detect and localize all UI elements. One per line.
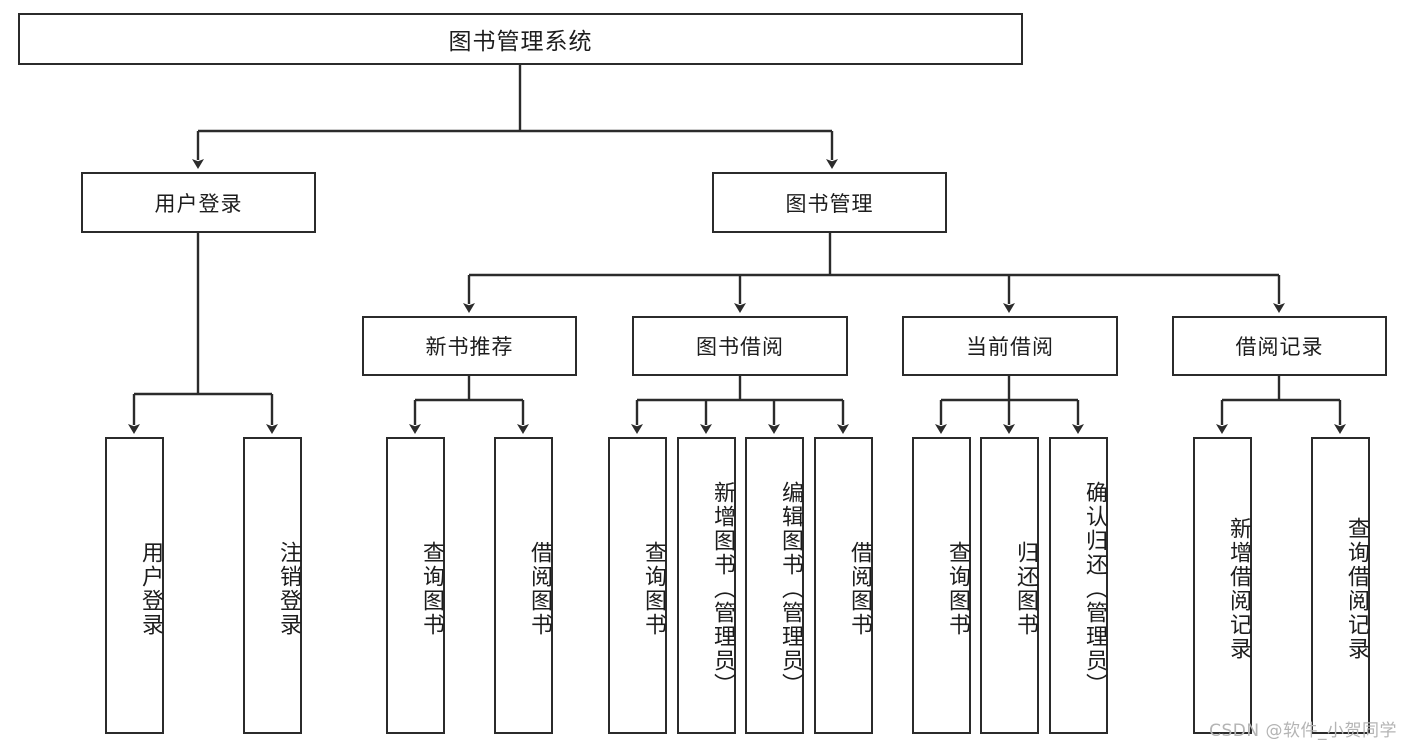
node-label: 借阅图书: [527, 540, 552, 637]
node-label: 用户登录: [138, 540, 163, 637]
leaf-edit-book-admin[interactable]: 编辑图书（管理员）: [745, 437, 804, 734]
node-book-management[interactable]: 图书管理: [712, 172, 947, 233]
leaf-query-book-recommend[interactable]: 查询图书: [386, 437, 445, 734]
node-label: 图书管理: [785, 191, 874, 216]
leaf-user-login[interactable]: 用户登录: [105, 437, 164, 734]
node-label: 查询图书: [419, 540, 444, 637]
node-label: 当前借阅: [966, 335, 1054, 359]
leaf-add-borrow-record[interactable]: 新增借阅记录: [1193, 437, 1252, 734]
leaf-logout-login[interactable]: 注销登录: [243, 437, 302, 734]
node-label: 图书管理系统: [448, 29, 593, 55]
node-label: 归还图书: [1013, 540, 1038, 637]
node-book-borrow[interactable]: 图书借阅: [632, 316, 848, 376]
node-label: 注销登录: [276, 540, 301, 637]
leaf-query-borrow-record[interactable]: 查询借阅记录: [1311, 437, 1370, 734]
node-current-borrow[interactable]: 当前借阅: [902, 316, 1118, 376]
node-user-login[interactable]: 用户登录: [81, 172, 316, 233]
node-label: 新增图书（管理员）: [710, 480, 735, 697]
node-label: 查询借阅记录: [1344, 516, 1369, 661]
node-new-book-recommend[interactable]: 新书推荐: [362, 316, 577, 376]
node-label: 确认归还（管理员）: [1082, 480, 1107, 697]
leaf-query-book-current[interactable]: 查询图书: [912, 437, 971, 734]
node-root-book-management-system[interactable]: 图书管理系统: [18, 13, 1023, 65]
leaf-borrow-book-recommend[interactable]: 借阅图书: [494, 437, 553, 734]
node-label: 查询图书: [641, 540, 666, 637]
leaf-query-book-borrow[interactable]: 查询图书: [608, 437, 667, 734]
node-borrow-record[interactable]: 借阅记录: [1172, 316, 1387, 376]
leaf-add-book-admin[interactable]: 新增图书（管理员）: [677, 437, 736, 734]
node-label: 编辑图书（管理员）: [778, 480, 803, 697]
node-label: 用户登录: [154, 191, 243, 216]
node-label: 新增借阅记录: [1226, 516, 1251, 661]
node-label: 查询图书: [945, 540, 970, 637]
leaf-confirm-return-admin[interactable]: 确认归还（管理员）: [1049, 437, 1108, 734]
node-label: 借阅图书: [847, 540, 872, 637]
csdn-watermark: CSDN @软件_小贺同学: [1209, 721, 1397, 741]
node-label: 新书推荐: [425, 335, 514, 359]
leaf-return-book[interactable]: 归还图书: [980, 437, 1039, 734]
node-label: 图书借阅: [696, 335, 784, 359]
leaf-borrow-book[interactable]: 借阅图书: [814, 437, 873, 734]
node-label: 借阅记录: [1235, 335, 1324, 359]
